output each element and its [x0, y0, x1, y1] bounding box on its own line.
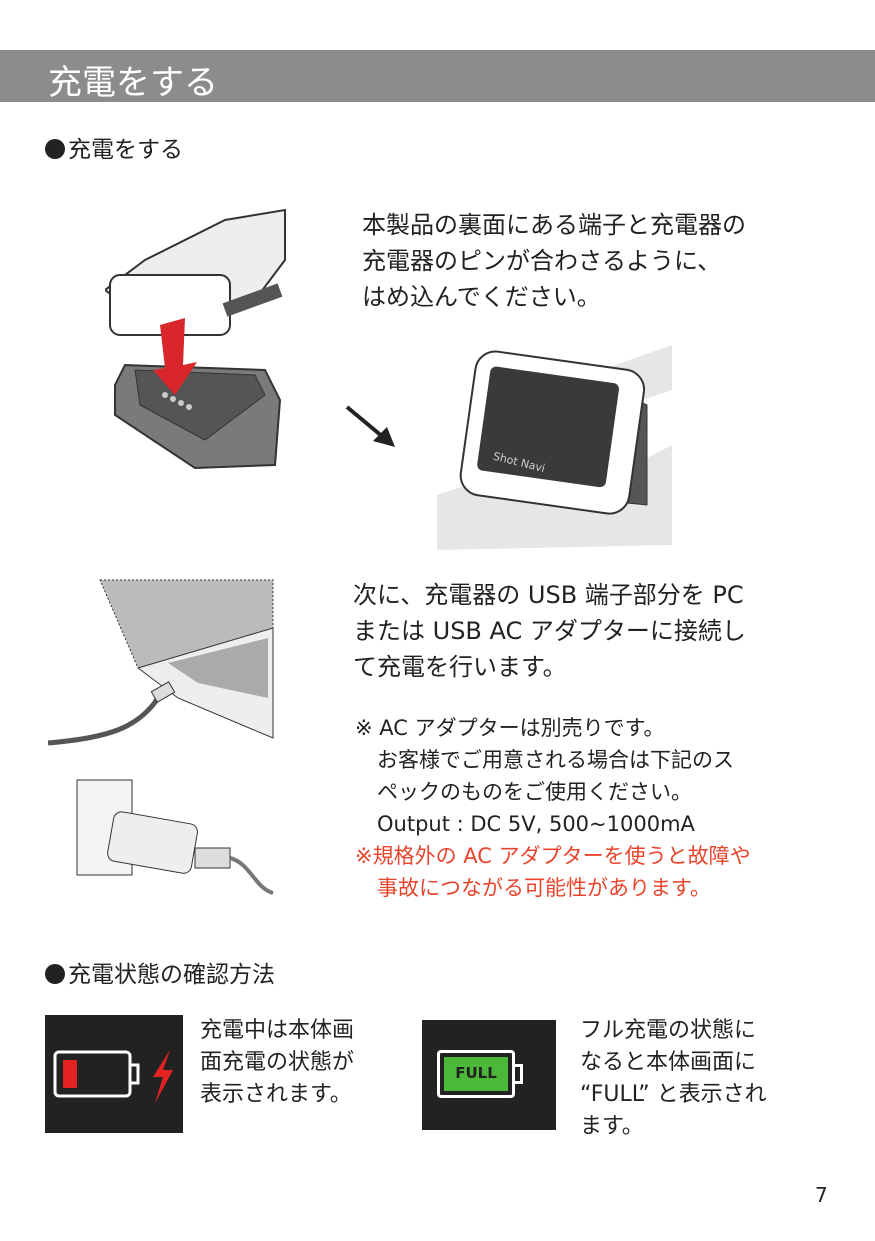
full-label: FULL — [444, 1057, 508, 1091]
full-status-text: フル充電の状態になると本体画面に“FULL” と表示されます。 — [580, 1018, 767, 1139]
charging-status-text: 充電中は本体画面充電の状態が表示されます。 — [200, 1018, 355, 1107]
section-heading-status: 充電状態の確認方法 — [45, 955, 275, 989]
warning-text: ※規格外の AC アダプターを使うと故障や — [355, 844, 751, 868]
bullet-icon — [45, 139, 65, 159]
watch-docked-illustration: Shot Navi — [437, 345, 672, 550]
arrow-icon — [345, 405, 395, 447]
page-title: 充電をする — [48, 63, 218, 103]
full-battery-icon: FULL — [422, 1020, 556, 1130]
step1-instructions: 本製品の裏面にある端子と充電器の充電器のピンが合わさるように、はめ込んでください… — [362, 211, 746, 311]
watch-charger-illustration — [105, 208, 286, 470]
section-heading-charging: 充電をする — [45, 130, 183, 164]
laptop-usb-illustration — [48, 579, 274, 746]
page-header-bar: 充電をする — [0, 50, 875, 103]
adapter-note: ※ AC アダプターは別売りです。 お客様でご用意される場合は下記のス ペックの… — [355, 716, 751, 900]
ac-adapter-illustration — [76, 779, 274, 895]
bullet-icon — [45, 964, 65, 984]
charging-battery-icon — [45, 1015, 183, 1133]
page-number: 7 — [815, 1183, 828, 1207]
